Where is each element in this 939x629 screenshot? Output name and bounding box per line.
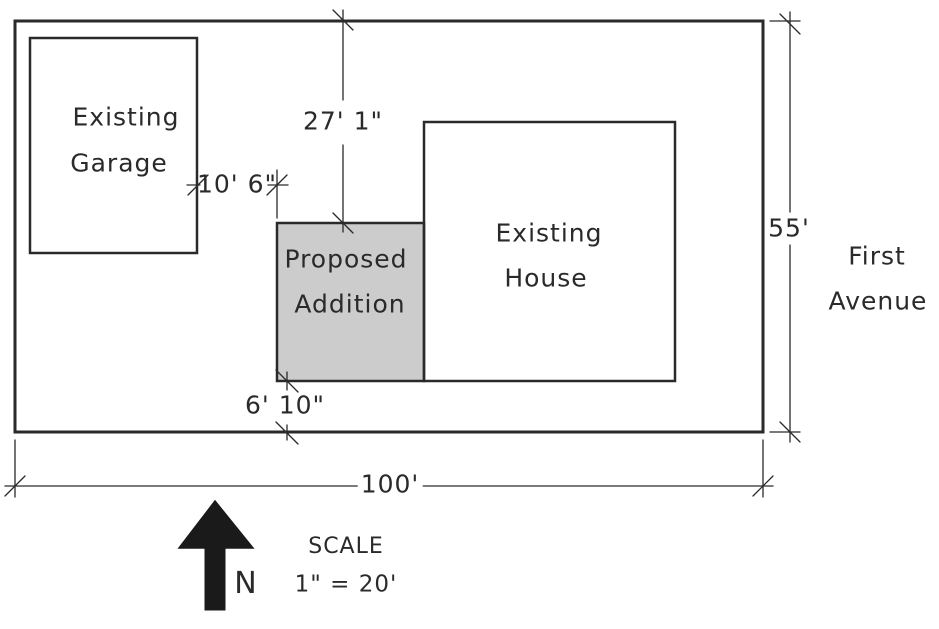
garage-label-line2: Garage	[70, 148, 168, 178]
dimension-100	[4, 439, 774, 498]
dim-label-100: 100'	[357, 471, 423, 497]
addition-label-line1: Proposed	[284, 244, 408, 274]
house-label-line2: House	[504, 263, 588, 293]
street-label-line2: Avenue	[828, 286, 928, 316]
dimension-6-10	[275, 369, 299, 445]
north-label: N	[234, 566, 258, 601]
scale-title: SCALE	[308, 534, 384, 559]
street-label-line1: First	[848, 241, 906, 271]
dimension-55	[769, 11, 801, 443]
existing-house	[422, 120, 677, 383]
house-label-line1: Existing	[495, 218, 603, 248]
dim-label-27-1: 27' 1"	[302, 106, 384, 136]
dimension-27-1	[332, 9, 354, 234]
garage-label-line1: Existing	[72, 102, 180, 132]
addition-label-line2: Addition	[294, 289, 406, 319]
dimension-10-6	[186, 169, 289, 219]
dim-label-55: 55'	[768, 213, 810, 243]
proposed-addition	[275, 221, 426, 383]
scale-value: 1" = 20'	[294, 571, 398, 598]
lot-boundary	[13, 19, 765, 434]
dim-label-6-10: 6' 10"	[244, 390, 326, 420]
existing-garage	[28, 36, 199, 255]
dim-label-10-6: 10' 6"	[196, 169, 278, 199]
north-arrow-icon	[177, 499, 255, 611]
